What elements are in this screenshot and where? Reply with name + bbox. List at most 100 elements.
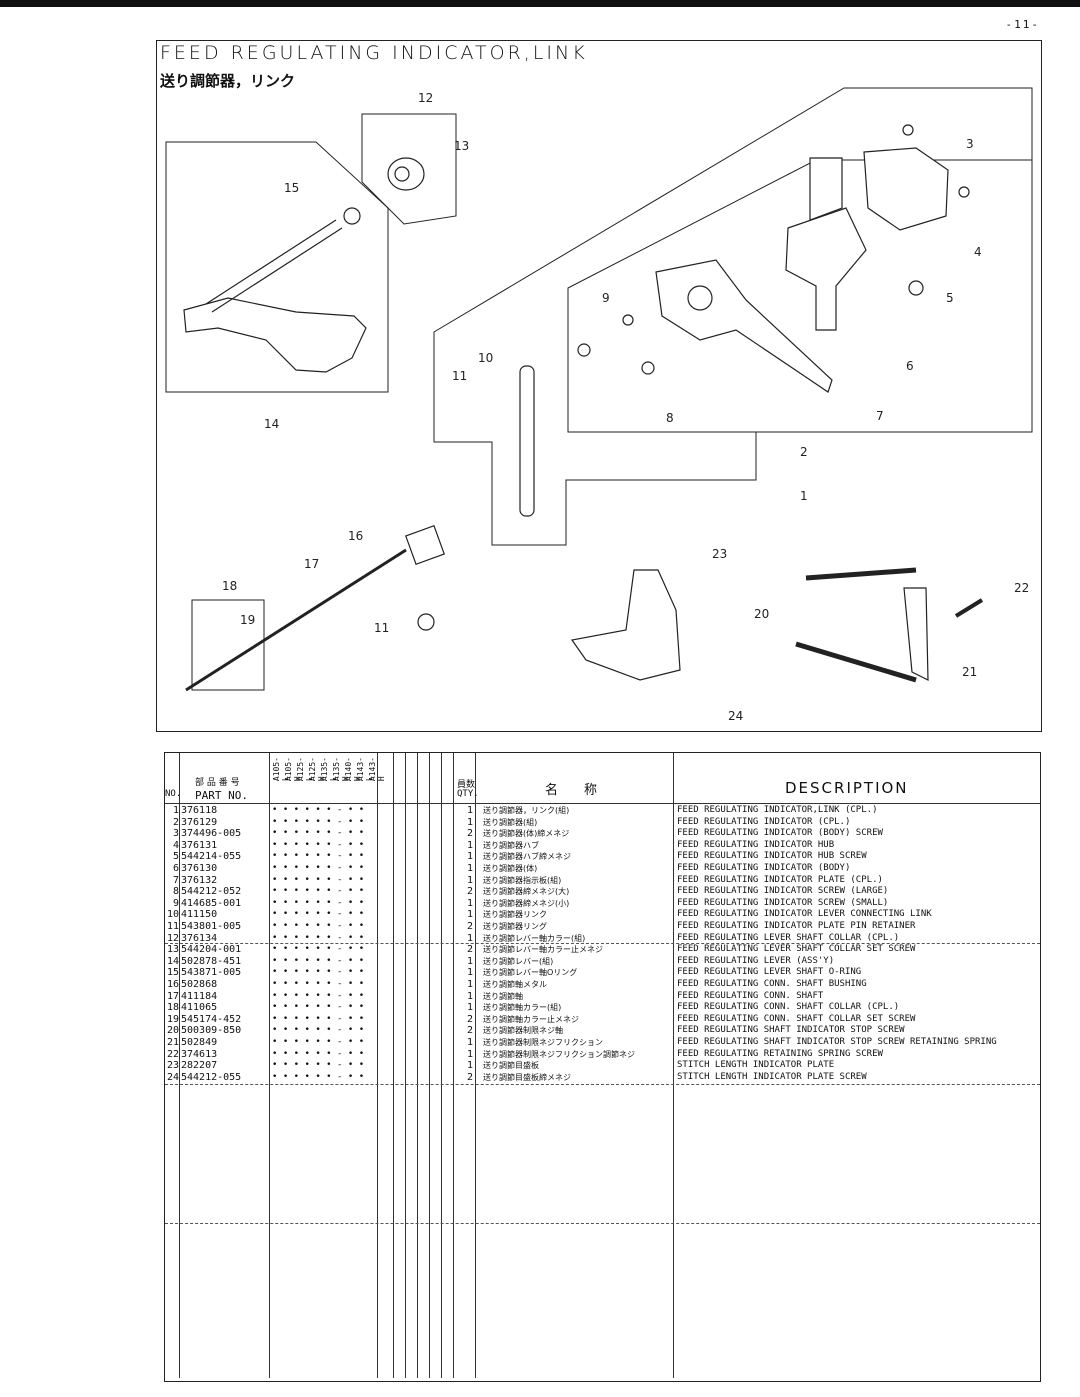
part-number-index: 16	[166, 979, 179, 990]
part-number: 376130	[181, 863, 218, 874]
description: FEED REGULATING CONN. SHAFT BUSHING	[677, 979, 867, 989]
callout-17: 17	[304, 557, 319, 571]
part-number-index: 9	[172, 897, 179, 909]
hub-shape	[863, 147, 949, 231]
part-number: 282207	[181, 1060, 218, 1072]
callout-22: 22	[1014, 581, 1029, 595]
assembly-outline	[433, 87, 1033, 546]
description: FEED REGULATING INDICATOR (BODY)	[677, 863, 851, 873]
callout-20: 20	[754, 607, 769, 621]
quantity: 1	[466, 874, 474, 886]
quantity: 1	[466, 851, 474, 863]
name-japanese: 送り調節器(体)	[483, 864, 538, 873]
header-name-jp: 名 称	[545, 783, 598, 798]
callout-4: 4	[974, 245, 982, 259]
quantity: 1	[466, 1037, 474, 1048]
part-number: 502878-451	[181, 955, 242, 967]
quantity: 1	[466, 967, 474, 979]
part-number-index: 2	[172, 816, 179, 828]
quantity: 2	[466, 921, 474, 932]
model-applicability: • • • • • • - • •	[272, 967, 365, 978]
callout-19: 19	[240, 613, 255, 627]
model-applicability: • • • • • • - • •	[272, 1002, 365, 1013]
part-number: 411150	[181, 909, 218, 921]
description: FEED REGULATING INDICATOR,LINK (CPL.)	[677, 805, 878, 815]
description: FEED REGULATING SHAFT INDICATOR STOP SCR…	[677, 1037, 997, 1047]
quantity: 1	[466, 932, 474, 944]
model-applicability: • • • • • • - • •	[272, 955, 365, 966]
quantity: 1	[466, 990, 474, 1002]
part-number: 544214-055	[181, 851, 242, 863]
name-japanese: 送り調節器制限ネジ軸	[483, 1026, 563, 1036]
top-border-bar	[0, 0, 1080, 7]
callout-18: 18	[222, 579, 237, 593]
stitch-indicator-plate-shape	[570, 569, 681, 681]
description: FEED REGULATING INDICATOR PLATE PIN RETA…	[677, 921, 916, 931]
callout-6: 6	[906, 359, 914, 373]
exploded-parts-diagram: 1 2 3 4 5 6 7 8 9 10 11 11 12 13 14 15 1…	[165, 87, 1033, 723]
description: FEED REGULATING LEVER SHAFT O-RING	[677, 967, 862, 978]
callout-16: 16	[348, 529, 363, 543]
header-part-no: PART NO.	[195, 789, 248, 802]
description: FEED REGULATING LEVER (ASS'Y)	[677, 955, 835, 966]
name-japanese: 送り調節軸カラー(組)	[483, 1003, 562, 1013]
lever-arm-shape	[183, 297, 367, 373]
screw-shape-8b	[641, 361, 655, 375]
callout-13: 13	[454, 139, 469, 153]
part-number-index: 18	[166, 1002, 179, 1014]
shaft-collar-box-outline	[191, 599, 265, 691]
part-number-index: 14	[166, 955, 179, 967]
name-japanese: 送り調節軸カラー止メネジ	[483, 1014, 579, 1024]
retaining-spring-shape	[903, 587, 929, 681]
name-japanese: 送り調節目盛板	[483, 1061, 539, 1071]
connecting-link-shape	[519, 365, 535, 517]
callout-11b: 11	[374, 621, 389, 635]
callout-7: 7	[876, 409, 884, 423]
header-no: NO.	[165, 789, 182, 799]
callout-5: 5	[946, 291, 954, 305]
part-number: 376132	[181, 874, 218, 886]
quantity: 2	[466, 828, 474, 840]
model-applicability: • • • • • • - • •	[272, 932, 365, 943]
quantity: 2	[466, 944, 474, 956]
name-japanese: 送り調節器リング	[483, 922, 547, 931]
part-number: 374613	[181, 1048, 218, 1060]
screw-shape-9	[622, 314, 634, 326]
model-applicability: • • • • • • - • •	[272, 1013, 365, 1024]
part-number-index: 10	[166, 909, 179, 921]
model-applicability: • • • • • • - • •	[272, 921, 365, 931]
name-japanese: 送り調節器締メネジ(小)	[483, 898, 570, 908]
model-applicability: • • • • • • - • •	[272, 944, 365, 955]
collar-box-outline	[361, 113, 457, 225]
description: FEED REGULATING SHAFT INDICATOR STOP SCR…	[677, 1025, 905, 1036]
shaft-end-block	[405, 525, 445, 565]
name-japanese: 送り調節器制限ネジフリクション調節ネジ	[483, 1049, 635, 1059]
model-applicability: • • • • • • - • •	[272, 1037, 365, 1047]
callout-12: 12	[418, 91, 433, 105]
name-japanese: 送り調節器(組)	[483, 817, 538, 827]
model-column-a143-h: A143-H	[368, 757, 386, 782]
model-applicability: • • • • • • - • •	[272, 874, 365, 885]
model-applicability: • • • • • • - • •	[272, 897, 365, 908]
screw-shape-3a	[902, 124, 914, 136]
callout-8: 8	[666, 411, 674, 425]
callout-15: 15	[284, 181, 299, 195]
name-japanese: 送り調節器締メネジ(大)	[483, 887, 570, 897]
callout-21: 21	[962, 665, 977, 679]
part-number: 543871-005	[181, 967, 242, 979]
spring-screw-shape	[954, 598, 984, 618]
description: FEED REGULATING CONN. SHAFT	[677, 990, 824, 1001]
name-japanese: 送り調節レバー(組)	[483, 956, 554, 966]
model-applicability: • • • • • • - • •	[272, 839, 365, 850]
part-number-index: 17	[166, 990, 179, 1002]
callout-24: 24	[728, 709, 743, 723]
retaining-ring-shape	[417, 613, 435, 631]
part-number-index: 6	[172, 863, 179, 874]
part-number-index: 15	[166, 967, 179, 979]
quantity: 1	[466, 1002, 474, 1014]
part-number: 545174-452	[181, 1013, 242, 1025]
quantity: 1	[466, 909, 474, 921]
name-japanese: 送り調節レバー軸カラー止メネジ	[483, 945, 603, 955]
name-japanese: 送り調節器ハブ	[483, 840, 539, 850]
